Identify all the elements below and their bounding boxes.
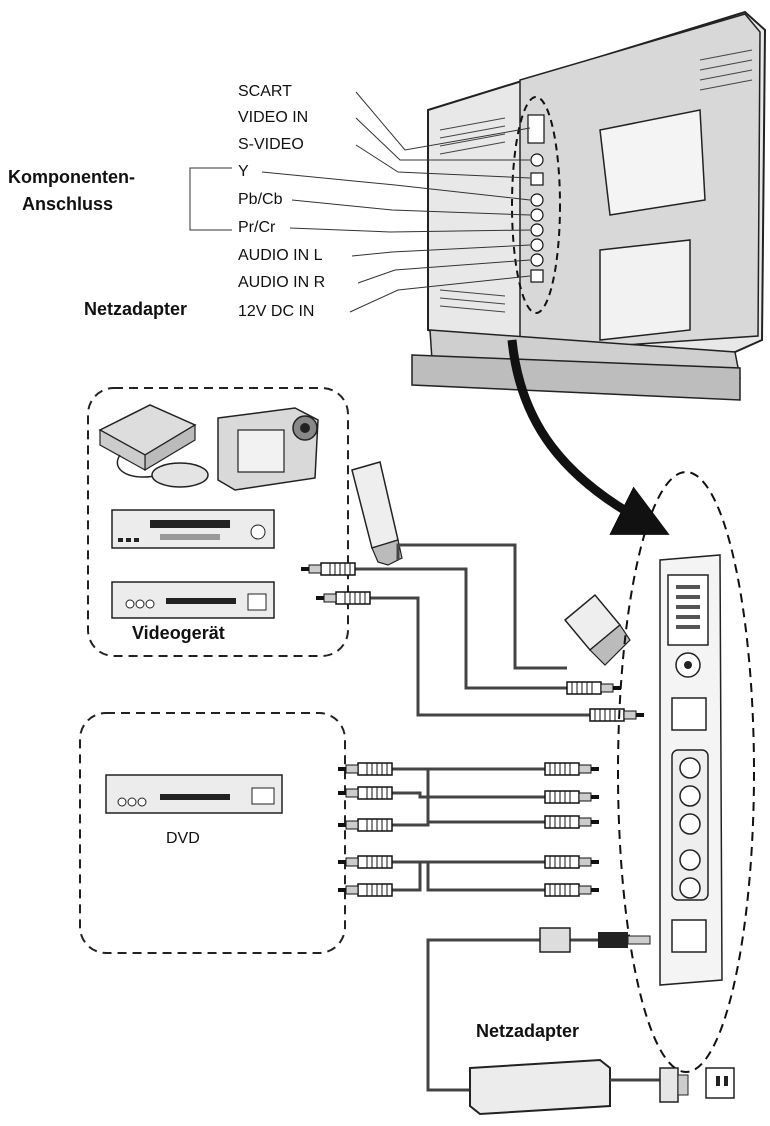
tv-rear-icon bbox=[411, 10, 767, 401]
rca-plug-icon bbox=[337, 786, 393, 800]
dvd-group bbox=[79, 712, 346, 954]
dvd-label: DVD bbox=[166, 830, 200, 847]
label-scart: SCART bbox=[238, 83, 292, 100]
component-bracket bbox=[189, 167, 232, 231]
label-s-video: S-VIDEO bbox=[238, 136, 304, 153]
rca-plug-icon bbox=[544, 790, 600, 804]
power-adapter-label: Netzadapter bbox=[476, 1021, 580, 1041]
label-pb-cb: Pb/Cb bbox=[238, 191, 283, 208]
power-adapter-icon bbox=[469, 1058, 665, 1116]
label-pr-cr: Pr/Cr bbox=[238, 219, 276, 236]
component-group-label-2: Anschluss bbox=[22, 194, 114, 214]
video-device-label: Videogerät bbox=[132, 623, 225, 643]
camcorder-icon bbox=[217, 407, 319, 491]
label-audio-in-r: AUDIO IN R bbox=[238, 274, 326, 291]
rca-plug-icon bbox=[544, 883, 600, 897]
rca-plug-icon bbox=[544, 762, 600, 776]
rca-plug-icon bbox=[544, 815, 600, 829]
dc-plug-icon bbox=[539, 927, 651, 953]
scart-plug-icon bbox=[351, 461, 403, 566]
leader-lines bbox=[261, 91, 531, 313]
rca-plug-icon bbox=[337, 855, 393, 869]
rca-plug-icon bbox=[337, 883, 393, 897]
video-device-group bbox=[87, 387, 349, 657]
label-12v-dc-in: 12V DC IN bbox=[238, 303, 315, 320]
tv-port-panel bbox=[617, 471, 755, 1073]
rca-plug-icon bbox=[337, 762, 393, 776]
power-adapter-label-top: Netzadapter bbox=[84, 299, 188, 319]
dvd-player-icon bbox=[105, 774, 283, 814]
label-audio-in-l: AUDIO IN L bbox=[238, 247, 323, 264]
label-video-in: VIDEO IN bbox=[238, 109, 309, 126]
vcr-icon bbox=[111, 509, 275, 549]
game-console-icon bbox=[98, 404, 209, 488]
wall-plug-icon bbox=[659, 1067, 735, 1103]
s-video-plug-icon bbox=[589, 708, 645, 722]
rca-plug-icon bbox=[544, 855, 600, 869]
label-y: Y bbox=[238, 163, 249, 180]
rca-plug-icon bbox=[337, 818, 393, 832]
video-player-icon bbox=[111, 581, 275, 619]
scart-plug-icon bbox=[563, 593, 631, 666]
s-video-plug-icon bbox=[315, 591, 371, 605]
component-group-label-1: Komponenten- bbox=[8, 167, 135, 187]
rca-plug-icon bbox=[300, 562, 356, 576]
rca-plug-icon bbox=[566, 681, 622, 695]
zoom-arrow bbox=[507, 339, 670, 535]
